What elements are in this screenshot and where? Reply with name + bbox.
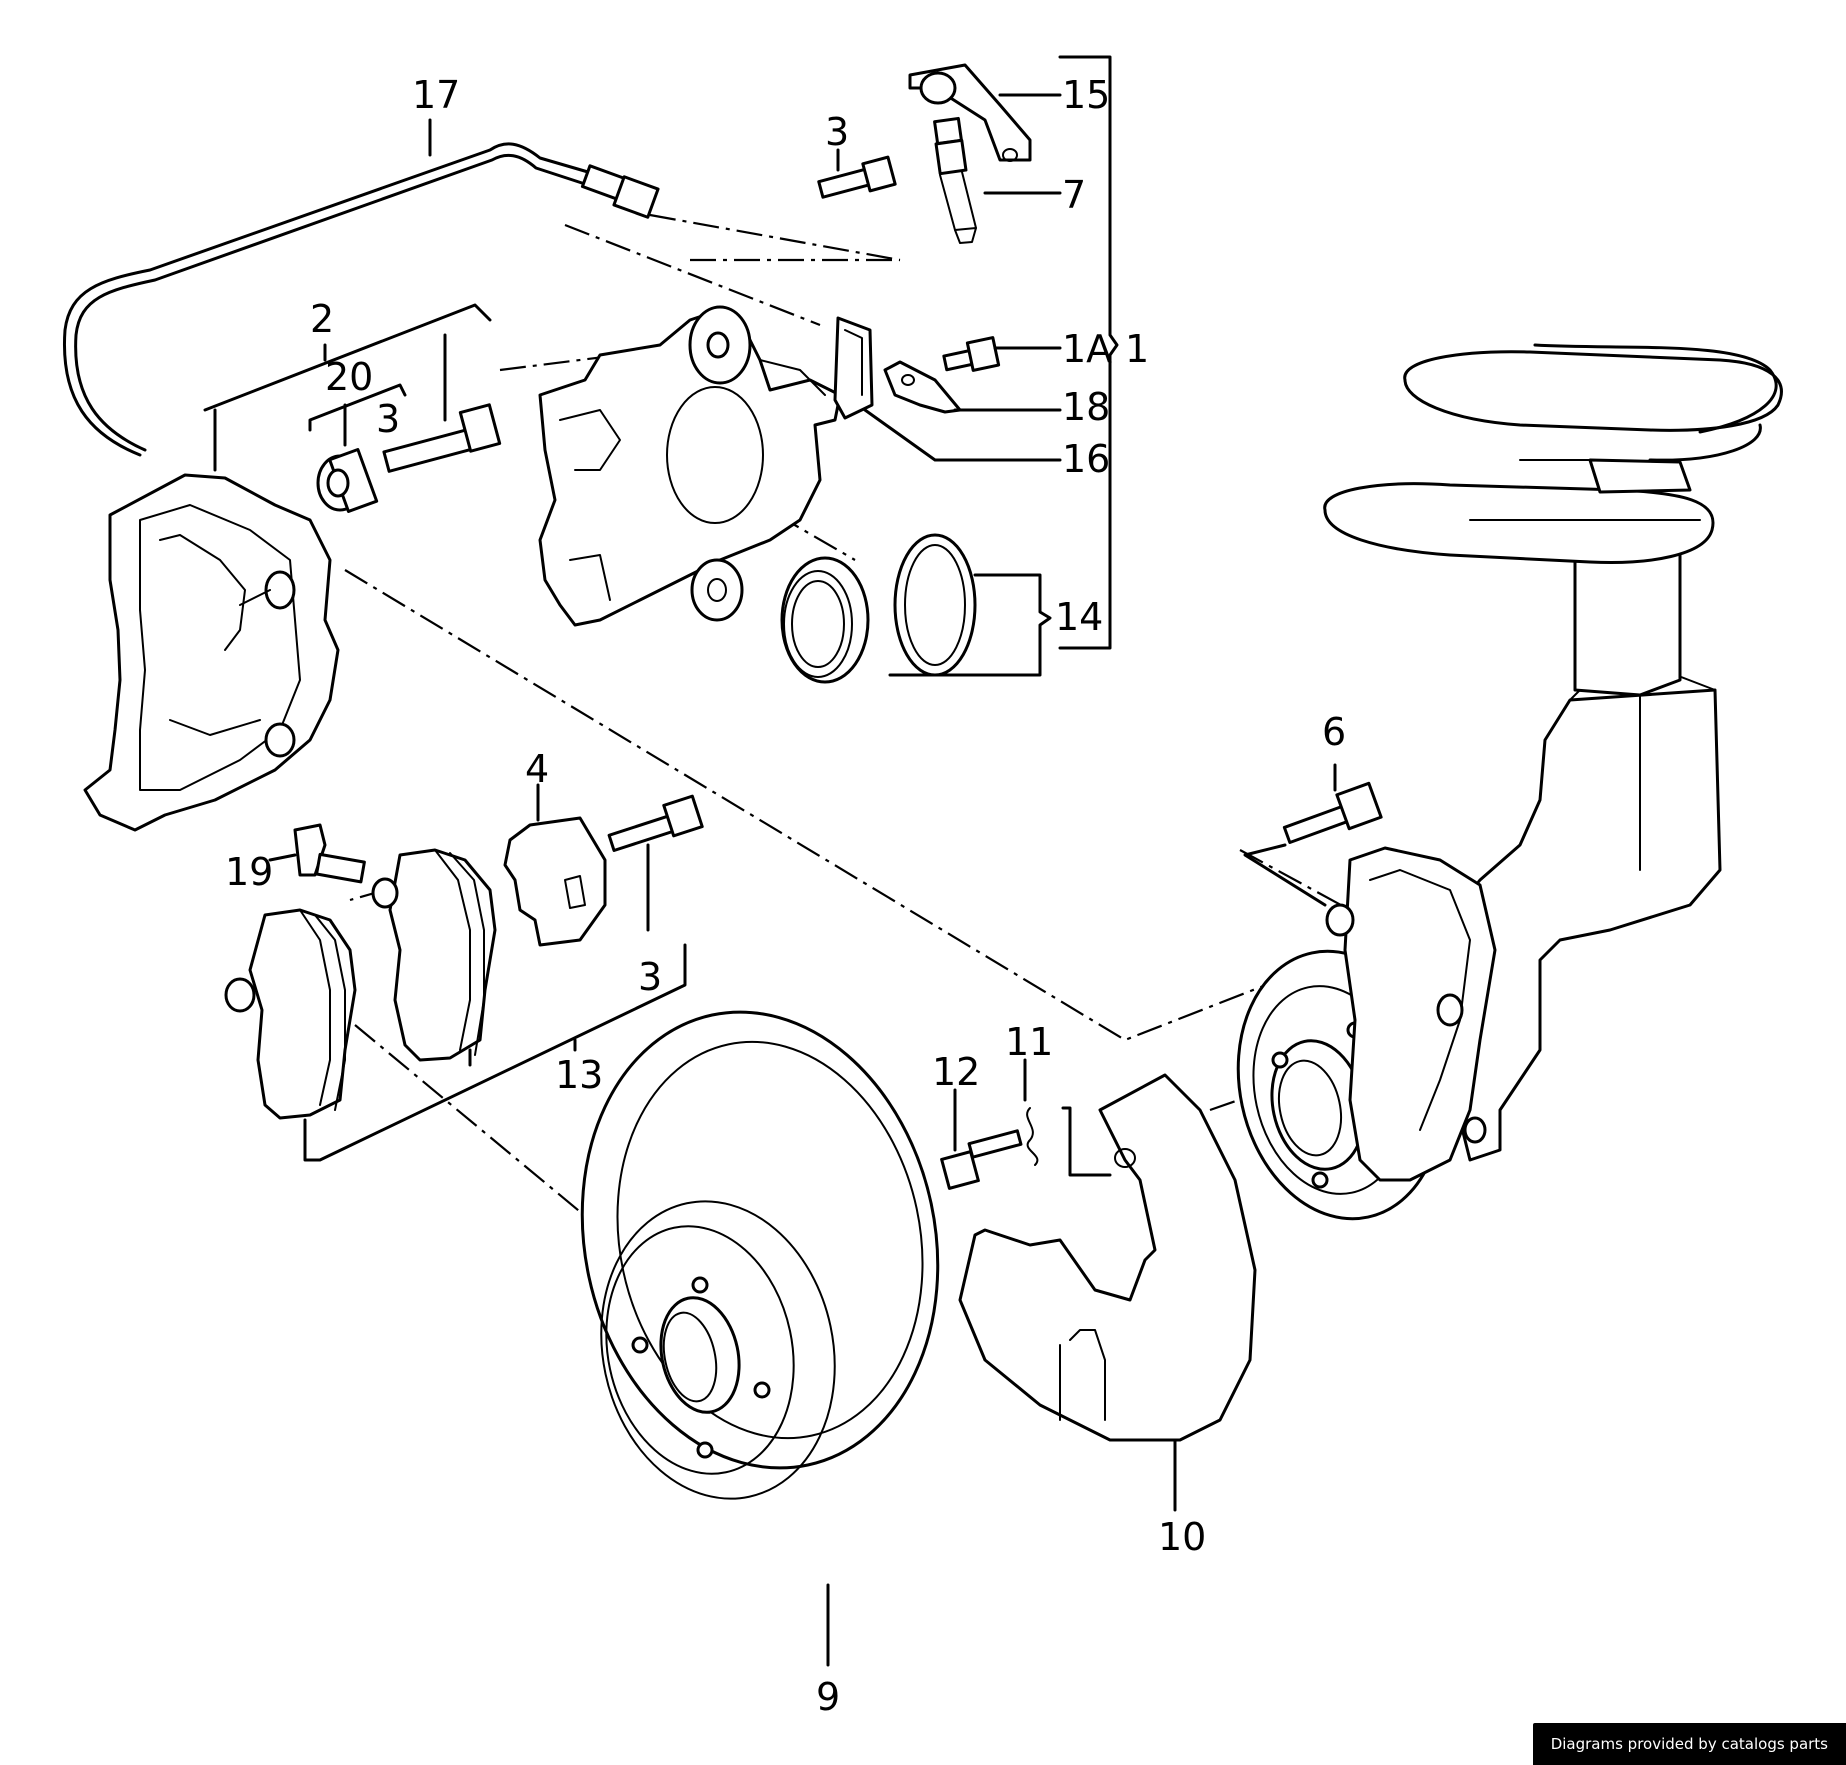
label-1: 1 <box>1125 327 1149 371</box>
bolt-3-top <box>817 155 897 199</box>
bolt-12-and-washer-11 <box>940 1107 1039 1190</box>
brake-pads <box>224 848 497 1120</box>
label-12: 12 <box>932 1050 980 1094</box>
label-18: 18 <box>1062 385 1110 429</box>
strut-and-spring <box>1323 343 1783 697</box>
steering-knuckle <box>1325 664 1722 1182</box>
label-17: 17 <box>412 73 460 117</box>
label-3-upper: 3 <box>376 397 400 441</box>
seal-kit-14 <box>780 533 977 684</box>
small-parts-1A-18-16 <box>833 316 1001 420</box>
brake-line-17 <box>62 142 660 457</box>
label-2: 2 <box>310 297 334 341</box>
label-19: 19 <box>225 850 273 894</box>
label-9: 9 <box>816 1675 840 1719</box>
label-15: 15 <box>1062 73 1110 117</box>
label-16: 16 <box>1062 437 1110 481</box>
leader-lines <box>203 55 1337 1667</box>
caliper-housing <box>538 305 842 627</box>
label-1A: 1A <box>1062 327 1112 371</box>
anti-rattle-plate <box>503 816 607 947</box>
bolt-6 <box>1282 781 1383 844</box>
label-7: 7 <box>1062 173 1086 217</box>
attribution-footer: Diagrams provided by catalogs parts <box>1532 1723 1846 1765</box>
label-6: 6 <box>1322 710 1346 754</box>
bolt-3-lower <box>607 794 704 852</box>
label-11: 11 <box>1005 1020 1053 1064</box>
label-10: 10 <box>1158 1515 1206 1559</box>
bleeder-assembly <box>908 63 1032 244</box>
label-3-top: 3 <box>825 110 849 154</box>
brake-disc <box>580 1010 940 1500</box>
callout-labels: 17 3 15 7 1A 1 18 16 14 2 20 3 4 19 3 13… <box>225 73 1346 1719</box>
label-20: 20 <box>325 355 373 399</box>
label-4: 4 <box>525 747 549 791</box>
label-3-lower: 3 <box>638 955 662 999</box>
splash-shield <box>958 1073 1257 1442</box>
guide-sleeve <box>316 447 379 513</box>
guide-bolt-upper <box>382 403 502 473</box>
caliper-carrier <box>83 473 340 832</box>
label-13: 13 <box>555 1053 603 1097</box>
label-14: 14 <box>1055 595 1103 639</box>
wear-sensor-19 <box>293 823 366 884</box>
